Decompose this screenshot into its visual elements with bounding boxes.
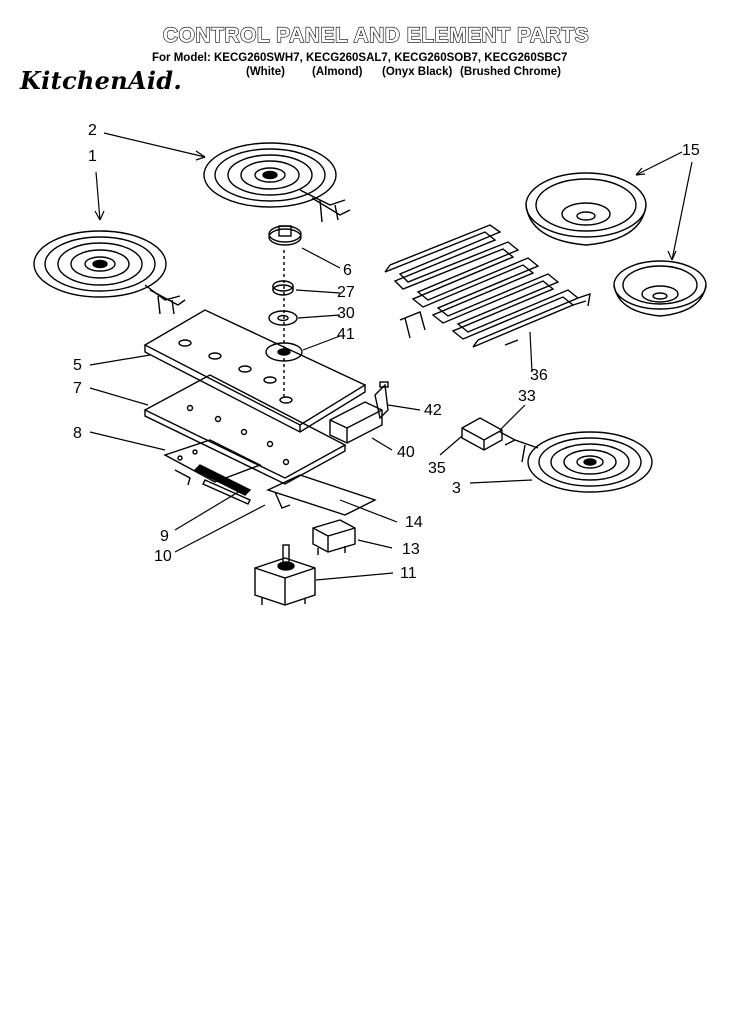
callout-42: 42 <box>424 402 442 419</box>
callout-7: 7 <box>73 380 82 397</box>
callout-36: 36 <box>530 367 548 384</box>
callout-11: 11 <box>400 565 417 582</box>
callout-30: 30 <box>337 305 355 322</box>
callout-41: 41 <box>337 326 355 343</box>
callout-9: 9 <box>160 528 169 545</box>
model-numbers: For Model: KECG260SWH7, KECG260SAL7, KEC… <box>152 52 568 64</box>
terminal-block-33-35 <box>461 417 516 451</box>
callout-8: 8 <box>73 425 82 442</box>
callout-3: 3 <box>452 480 461 497</box>
callout-2: 2 <box>88 122 97 139</box>
callout-10: 10 <box>154 548 172 565</box>
callout-1: 1 <box>88 148 97 165</box>
surface-element-3 <box>504 431 653 493</box>
thermostat-11 <box>254 544 316 606</box>
surface-element-1 <box>33 230 186 315</box>
callout-35: 35 <box>428 460 446 477</box>
clock-40 <box>329 401 383 444</box>
brand-logo: KitchenAid. <box>20 66 183 95</box>
bracket-14 <box>266 474 377 516</box>
control-panel-5 <box>143 309 367 433</box>
color-white: (White) <box>246 66 285 78</box>
callout-14: 14 <box>405 514 423 531</box>
callout-6: 6 <box>343 262 352 279</box>
callout-5: 5 <box>73 357 82 374</box>
color-brushed-chrome: (Brushed Chrome) <box>460 66 561 78</box>
panel-insulation-7 <box>143 374 347 485</box>
callout-27: 27 <box>337 284 355 301</box>
washer-30 <box>268 310 298 326</box>
leader-lines <box>89 132 693 581</box>
bracket-42 <box>374 381 389 420</box>
callout-15: 15 <box>682 142 700 159</box>
oven-element-36 <box>384 224 591 348</box>
color-onyx-black: (Onyx Black) <box>382 66 453 78</box>
switch-bars-9-10 <box>193 464 252 505</box>
surface-element-2 <box>203 142 351 223</box>
bushing-27 <box>272 280 294 296</box>
page-title: CONTROL PANEL AND ELEMENT PARTS <box>162 23 590 47</box>
callout-13: 13 <box>402 541 420 558</box>
callout-33: 33 <box>518 388 536 405</box>
drip-bowl-small <box>613 260 707 317</box>
switch-13 <box>312 519 356 555</box>
drip-bowl-large <box>525 172 647 246</box>
mounting-bracket-8 <box>163 439 262 486</box>
knob-6 <box>268 225 302 246</box>
callout-40: 40 <box>397 444 415 461</box>
color-almond: (Almond) <box>312 66 363 78</box>
